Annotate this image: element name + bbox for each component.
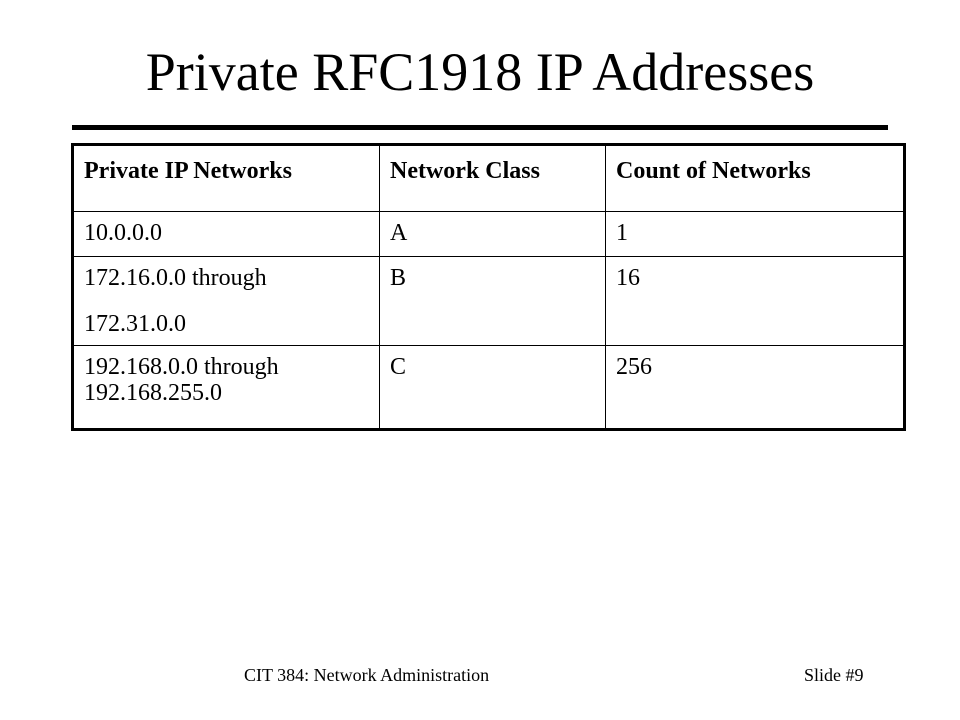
cell-count: 256 <box>605 345 905 430</box>
header-network-class: Network Class <box>379 144 606 212</box>
header-count-of-networks: Count of Networks <box>605 144 905 212</box>
cell-class: C <box>379 345 606 430</box>
table-row: 172.16.0.0 through 172.31.0.0 B 16 <box>72 256 905 346</box>
cell-network: 10.0.0.0 <box>72 211 380 257</box>
slide-title: Private RFC1918 IP Addresses <box>145 42 815 102</box>
header-private-ip-networks: Private IP Networks <box>72 144 380 212</box>
private-ip-table: Private IP Networks Network Class Count … <box>71 143 906 431</box>
table-row: 192.168.0.0 through 192.168.255.0 C 256 <box>72 345 905 430</box>
cell-class: A <box>379 211 606 257</box>
cell-network: 172.16.0.0 through 172.31.0.0 <box>72 256 380 346</box>
cell-count: 16 <box>605 256 905 346</box>
footer-course: CIT 384: Network Administration <box>244 665 490 685</box>
cell-count: 1 <box>605 211 905 257</box>
title-underline <box>72 125 888 130</box>
cell-network-line-1: 172.16.0.0 through <box>84 265 267 291</box>
footer-slide-number: Slide #9 <box>804 665 864 685</box>
cell-network: 192.168.0.0 through 192.168.255.0 <box>72 345 380 430</box>
table-row: 10.0.0.0 A 1 <box>72 211 905 257</box>
cell-network-line-2: 172.31.0.0 <box>84 311 186 337</box>
cell-class: B <box>379 256 606 346</box>
table-header-row: Private IP Networks Network Class Count … <box>72 144 905 212</box>
